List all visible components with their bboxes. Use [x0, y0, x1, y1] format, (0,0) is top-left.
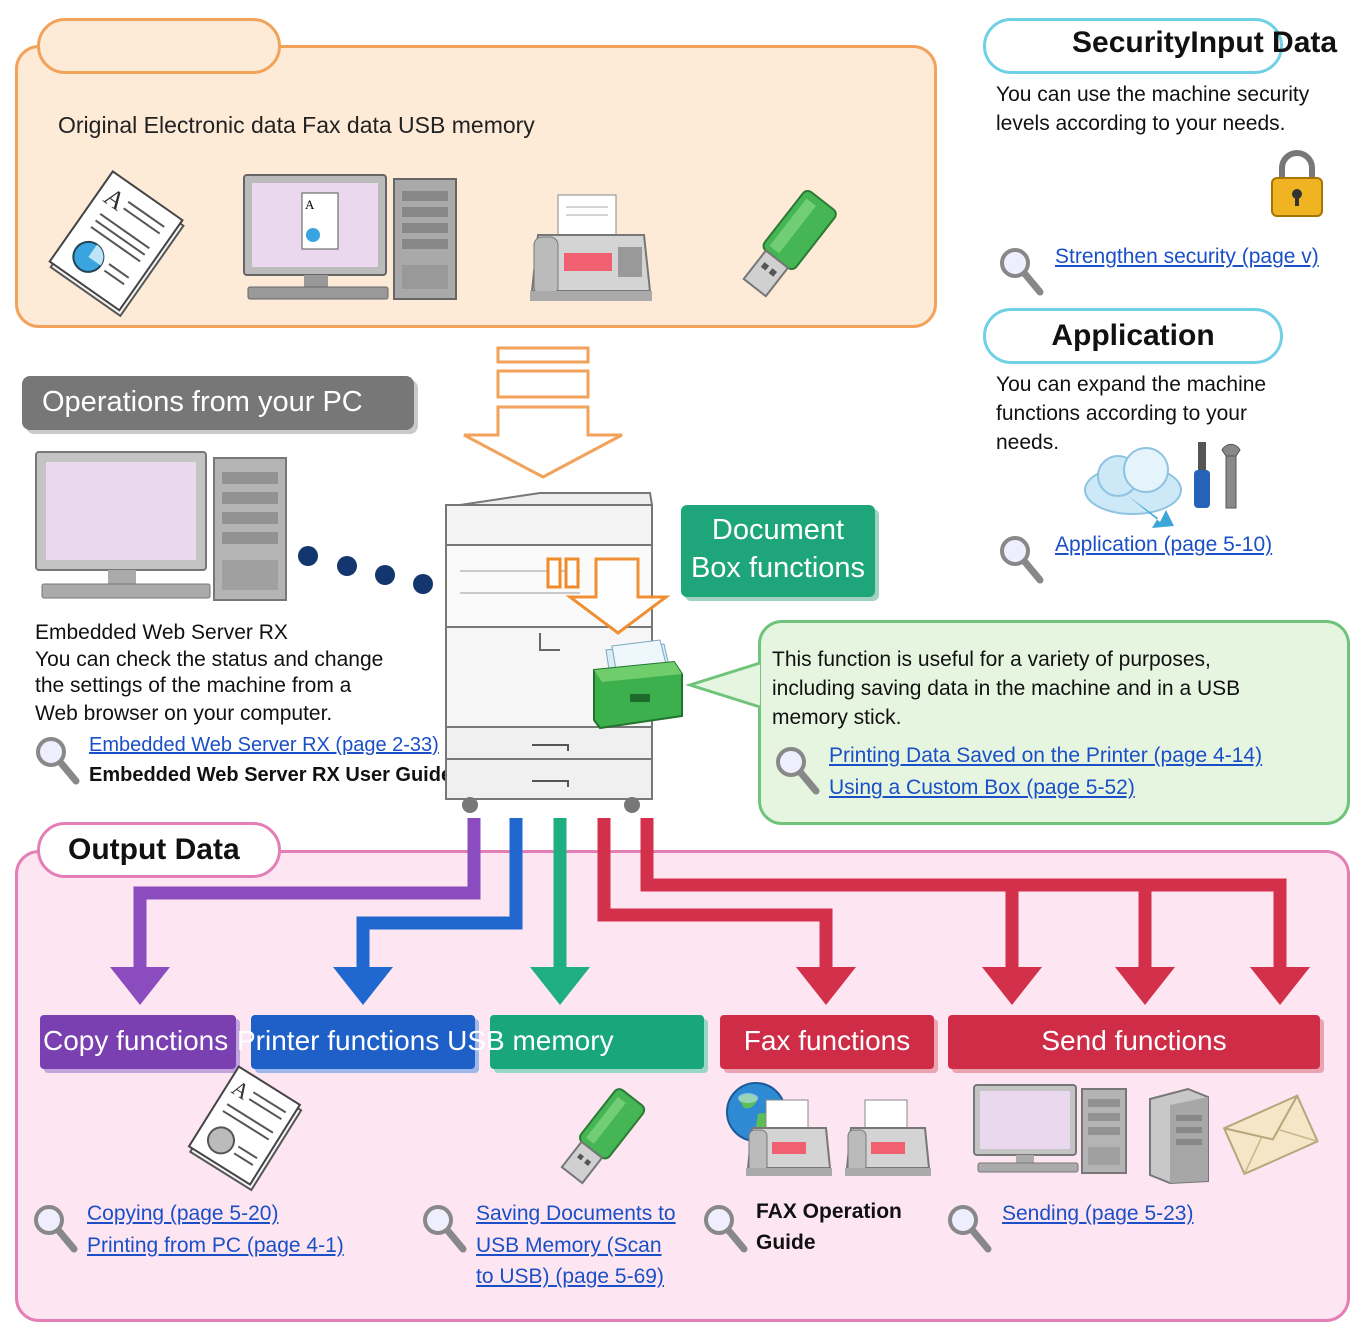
magnifier-icon	[1000, 248, 1044, 296]
security-title-pill	[983, 18, 1283, 74]
output-data-title: Output Data	[37, 822, 281, 878]
input-data-panel	[15, 45, 937, 328]
input-data-tab	[37, 18, 281, 74]
computer-icon: A	[243, 174, 457, 300]
magnifier-icon	[1000, 536, 1044, 584]
fax-machine-icon	[530, 194, 652, 301]
magnifier-icon	[36, 737, 80, 785]
printer-usb-label: Printer functions USB memory	[237, 1025, 614, 1056]
document-box-banner: Document Box functions	[681, 505, 875, 597]
document-icon: A	[187, 1065, 303, 1192]
cloud-icon	[1084, 447, 1182, 528]
server-icon	[1149, 1087, 1209, 1185]
pc-operations-banner: Operations from your PC	[22, 376, 414, 430]
padlock-icon	[1271, 150, 1323, 217]
document-box-callout	[758, 620, 1350, 825]
magnifier-icon	[34, 1205, 78, 1253]
ews-desc-line3: Web browser on your computer.	[35, 702, 333, 725]
document-box-icon	[593, 639, 683, 730]
saving-to-usb-link-line1[interactable]: Saving Documents to	[476, 1202, 676, 1225]
printing-from-pc-link[interactable]: Printing from PC (page 4-1)	[87, 1234, 344, 1257]
document-icon: A	[48, 170, 185, 318]
document-box-banner-line1: Document	[711, 514, 845, 546]
printing-data-saved-link[interactable]: Printing Data Saved on the Printer (page…	[829, 744, 1263, 767]
printer-functions-bar	[251, 1015, 475, 1069]
send-functions-bar: Send functions	[948, 1015, 1320, 1069]
connection-dots	[298, 546, 433, 594]
magnifier-icon	[776, 747, 820, 795]
callout-pointer	[684, 661, 761, 709]
sending-link[interactable]: Sending (page 5-23)	[1002, 1202, 1194, 1225]
strengthen-security-link[interactable]: Strengthen security (page v)	[1055, 245, 1319, 268]
application-desc-line2: functions according to your	[996, 402, 1247, 425]
document-box-desc-line3: memory stick.	[772, 706, 902, 729]
fax-machine-icon	[845, 1099, 931, 1176]
input-caption: Original Electronic data Fax data USB me…	[58, 112, 535, 138]
ews-link[interactable]: Embedded Web Server RX (page 2-33)	[89, 734, 439, 756]
fax-functions-bar: Fax functions	[720, 1015, 934, 1069]
ews-heading: Embedded Web Server RX	[35, 621, 288, 644]
magnifier-icon	[704, 1205, 748, 1253]
fax-guide-line1: FAX Operation	[756, 1200, 902, 1223]
security-desc-line2: levels according to your needs.	[996, 112, 1286, 135]
usb-memory-bar	[490, 1015, 704, 1069]
usb-memory-icon	[560, 1088, 646, 1185]
document-box-desc-line2: including saving data in the machine and…	[772, 677, 1241, 700]
envelope-icon	[1222, 1094, 1319, 1176]
tools-icon	[1194, 442, 1241, 509]
computer-icon	[973, 1084, 1127, 1174]
computer-icon	[35, 451, 287, 601]
application-desc-line1: You can expand the machine	[996, 373, 1267, 396]
usb-memory-icon	[742, 189, 837, 298]
fax-guide-line2: Guide	[756, 1231, 816, 1254]
copy-functions-bar: Copy functions	[40, 1015, 236, 1069]
security-title: SecurityInput Data	[1072, 26, 1338, 59]
printer-copier-icon	[445, 492, 671, 813]
saving-to-usb-link-line2[interactable]: USB Memory (Scan	[476, 1234, 662, 1257]
custom-box-link[interactable]: Using a Custom Box (page 5-52)	[829, 776, 1135, 799]
svg-text:A: A	[305, 197, 315, 212]
ews-desc-line2: the settings of the machine from a	[35, 674, 352, 697]
ews-user-guide: Embedded Web Server RX User Guide	[89, 764, 453, 786]
magnifier-icon	[948, 1205, 992, 1253]
input-arrow	[463, 346, 623, 479]
document-box-desc-line1: This function is useful for a variety of…	[772, 648, 1211, 671]
magnifier-icon	[423, 1205, 467, 1253]
security-desc-line1: You can use the machine security	[996, 83, 1310, 106]
document-box-banner-line2: Box functions	[690, 552, 866, 584]
ews-desc-line1: You can check the status and change	[35, 648, 384, 671]
output-arrows	[110, 818, 1310, 1005]
application-title: Application	[983, 308, 1283, 364]
application-link[interactable]: Application (page 5-10)	[1055, 533, 1273, 556]
fax-machine-icon	[746, 1099, 832, 1176]
saving-to-usb-link-line3[interactable]: to USB) (page 5-69)	[476, 1265, 664, 1288]
application-desc-line3: needs.	[996, 431, 1060, 454]
copying-link[interactable]: Copying (page 5-20)	[87, 1202, 279, 1225]
